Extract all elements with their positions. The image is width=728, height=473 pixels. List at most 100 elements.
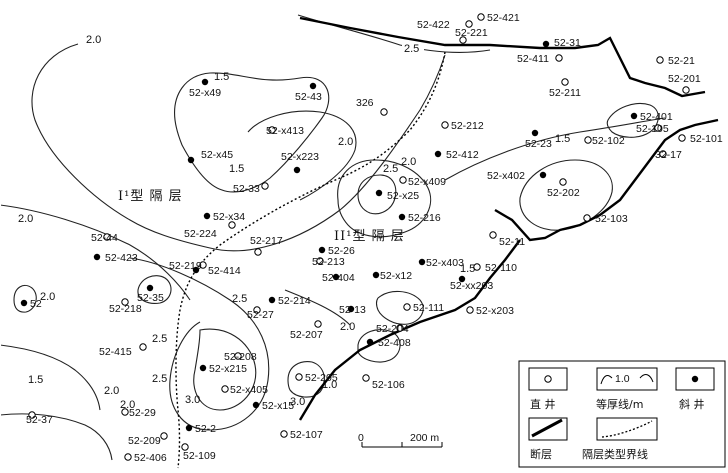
deviated-well-icon xyxy=(372,271,380,279)
well-label: 52-221 xyxy=(455,27,488,39)
contour-label: 2.5 xyxy=(152,333,167,345)
well-label: 52-x34 xyxy=(213,211,245,223)
well-label: 52-43 xyxy=(295,91,322,103)
contour-label: 2.0 xyxy=(18,213,33,225)
well-marker: 52-213 xyxy=(312,256,345,268)
contour-label: 1.5 xyxy=(460,263,475,275)
fault-icon xyxy=(531,418,563,438)
well-label: 52-205 xyxy=(305,372,338,384)
well-marker: 52-109 xyxy=(181,443,216,462)
well-label: 52-2 xyxy=(195,423,216,435)
deviated-well-icon xyxy=(531,129,539,137)
well-label: 52-35 xyxy=(137,292,164,304)
vertical-well-icon xyxy=(559,178,567,186)
well-marker: 52-x215 xyxy=(199,363,247,375)
well-label: 52-x403 xyxy=(426,257,464,269)
well-label: 52-414 xyxy=(208,265,241,277)
well-marker: 52-101 xyxy=(678,133,723,145)
vertical-well-icon xyxy=(403,303,411,311)
well-label: 52-209 xyxy=(128,435,161,447)
well-marker: 52-44 xyxy=(91,232,118,244)
well-label: 52-11 xyxy=(499,236,525,248)
contour-label: 2.5 xyxy=(404,43,419,55)
vertical-well-icon xyxy=(584,136,592,144)
well-marker: 52-207 xyxy=(290,320,323,341)
well-marker: 52-31 xyxy=(542,37,581,49)
well-label: 52-411 xyxy=(517,53,549,65)
vertical-well-icon xyxy=(561,78,569,86)
contour-1.5-sw xyxy=(0,344,101,411)
contour-label: 2.5 xyxy=(383,163,398,175)
contour-1.5-nw xyxy=(174,72,330,193)
deviated-well-icon xyxy=(252,401,260,409)
vertical-well-icon xyxy=(441,121,449,129)
well-label: 52-204 xyxy=(376,323,409,335)
vertical-well-icon xyxy=(268,126,276,134)
well-marker: 326 xyxy=(356,97,388,116)
well-label: 52-106 xyxy=(372,379,405,391)
well-marker: 52-212 xyxy=(441,120,484,132)
vertical-well-icon xyxy=(295,373,303,381)
well-label: 326 xyxy=(356,97,374,109)
vertical-well-icon xyxy=(28,411,36,419)
vertical-well-icon xyxy=(316,257,324,265)
well-marker: 52-x405 xyxy=(221,384,268,396)
well-label: 52-422 xyxy=(417,19,450,31)
scale-end: 200 m xyxy=(410,432,439,444)
well-marker: 52-x203 xyxy=(466,305,514,317)
vertical-well-icon xyxy=(477,13,485,21)
well-label: 52-208 xyxy=(224,351,257,363)
legend-deviated-well: 斜 井 xyxy=(679,397,705,411)
vertical-well-icon xyxy=(280,430,288,438)
boundary-icon xyxy=(601,420,653,438)
well-label: 52-404 xyxy=(322,272,355,284)
well-marker: 52-202 xyxy=(547,178,580,199)
well-marker: 52-209 xyxy=(128,432,168,447)
vertical-well-icon xyxy=(124,453,132,461)
well-marker: 52-x15 xyxy=(252,400,294,412)
vertical-well-icon xyxy=(473,263,481,271)
vertical-well-icon xyxy=(380,108,388,116)
vertical-well-icon xyxy=(121,408,129,416)
deviated-well-icon xyxy=(539,171,547,179)
deviated-well-icon xyxy=(185,424,193,432)
well-label: 52-23 xyxy=(525,138,552,150)
contour-2.5-bowl-outer xyxy=(337,159,432,238)
deviated-well-icon xyxy=(187,156,195,164)
well-label: 52-224 xyxy=(184,228,217,240)
vertical-well-icon xyxy=(314,320,322,328)
contour-south-loop xyxy=(287,361,325,398)
well-label: 52-x15 xyxy=(262,400,294,412)
well-label: 52-101 xyxy=(690,133,723,145)
vertical-well-icon xyxy=(254,248,262,256)
well-marker: 52-208 xyxy=(224,351,257,363)
vertical-well-icon xyxy=(489,231,497,239)
contour-52-loop xyxy=(13,284,37,313)
well-marker: 52-33 xyxy=(233,182,269,195)
vertical-well-icon xyxy=(682,86,690,94)
contour-label: 2.0 xyxy=(401,156,416,168)
contour-2.0-outer xyxy=(31,43,446,252)
well-marker: 52-412 xyxy=(434,149,479,161)
faults xyxy=(298,16,719,421)
well-marker: 52-23 xyxy=(525,129,552,150)
well-marker: 52-x49 xyxy=(189,78,221,99)
vertical-well-icon xyxy=(253,306,261,314)
deviated-well-icon xyxy=(309,82,317,90)
well-marker: 52-x12 xyxy=(372,270,412,282)
well-label: 52-408 xyxy=(378,337,411,349)
contour-labels: 2.0 2.5 1.5 1.5 1.5 2.0 2.5 2.0 2.0 1.5 … xyxy=(18,33,570,411)
well-marker: 52-422 xyxy=(417,19,473,31)
type-boundary-line xyxy=(175,51,446,469)
contour-label: 1.5 xyxy=(555,133,570,145)
zone-label-type1: I¹型 隔 层 xyxy=(118,189,183,204)
well-label: 52-x405 xyxy=(230,384,268,396)
well-label: 52-217 xyxy=(250,235,283,247)
legend-swatch-boundary xyxy=(596,417,658,441)
contour-east-ring xyxy=(519,159,613,231)
well-label: 52-29 xyxy=(129,407,156,419)
contour-label: 2.5 xyxy=(232,293,247,305)
legend-swatch-isopach xyxy=(596,367,658,391)
